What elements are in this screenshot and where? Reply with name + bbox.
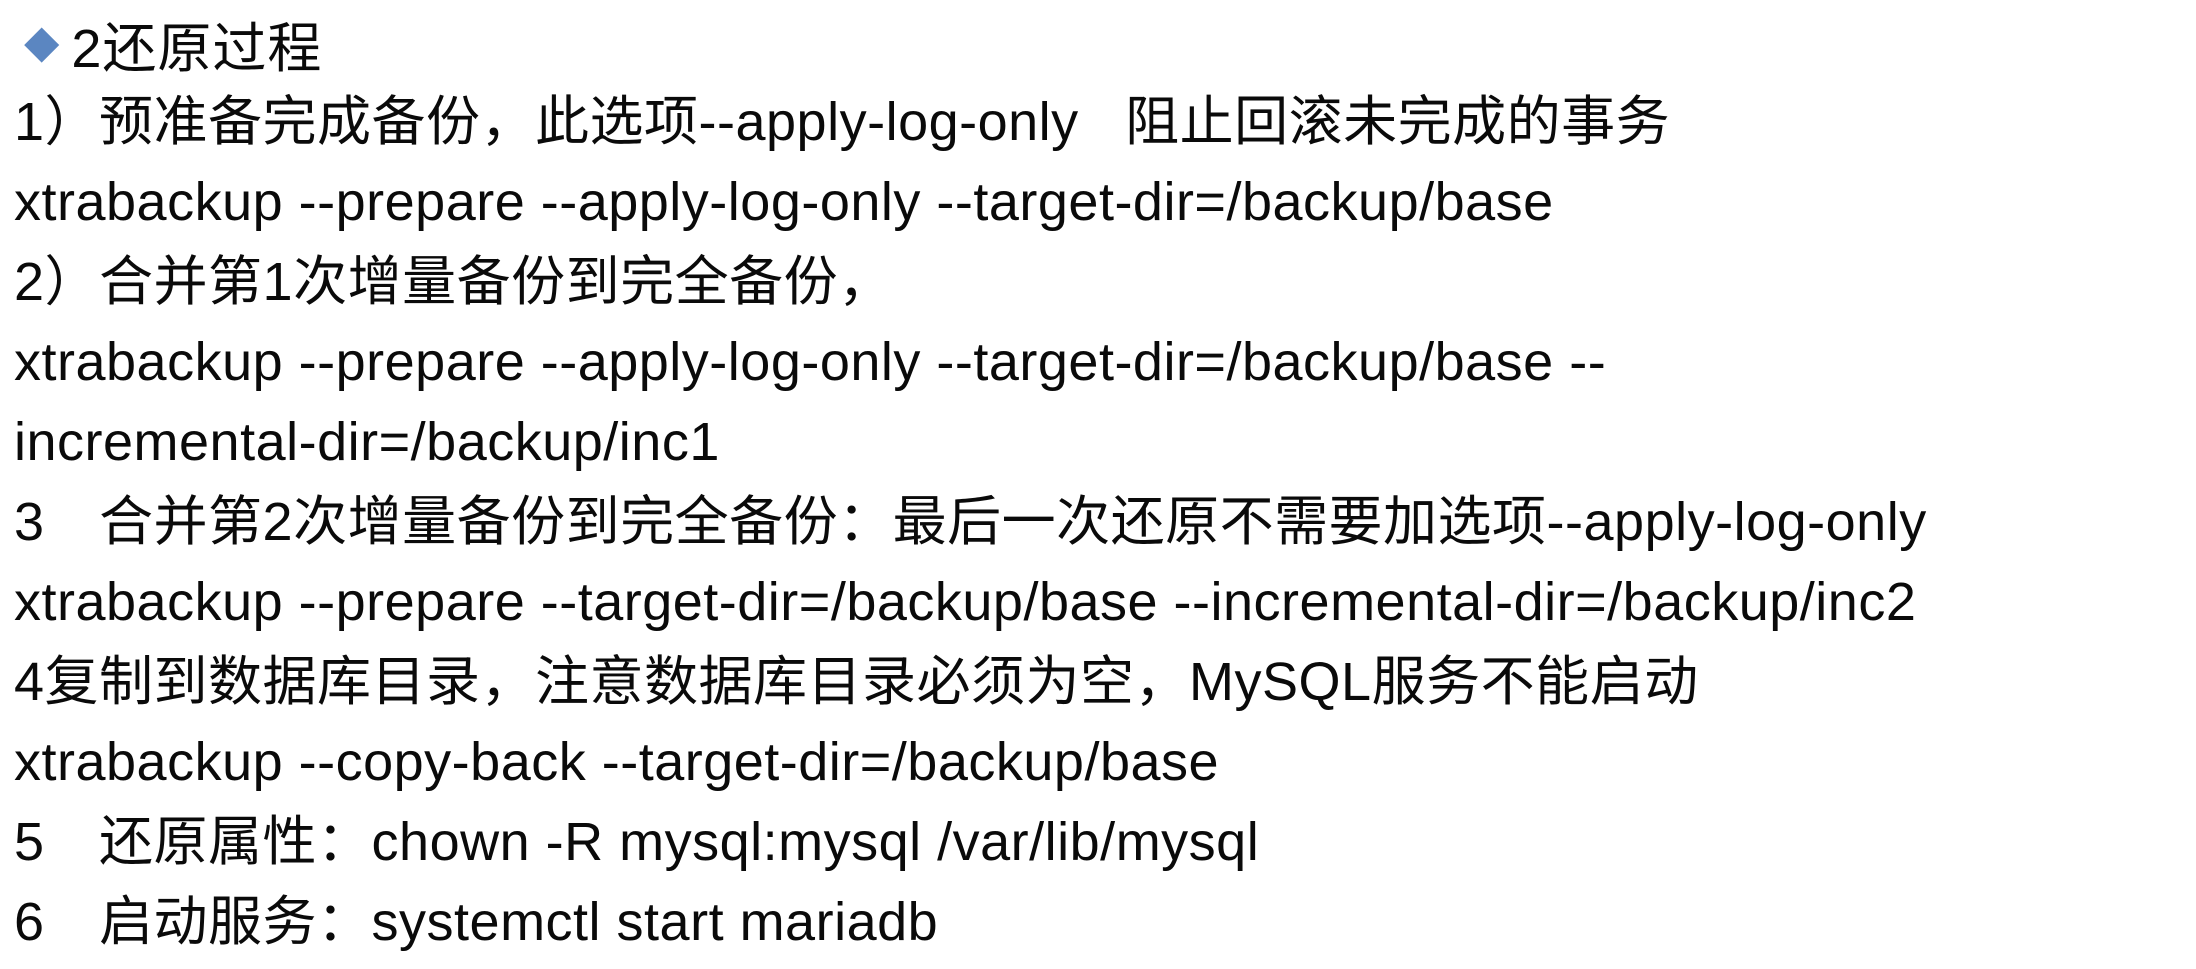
step6-start-service: 6 启动服务：systemctl start mariadb [14, 892, 939, 952]
command-copy-back: xtrabackup --copy-back --target-dir=/bac… [14, 732, 1220, 792]
step4-description: 4复制到数据库目录，注意数据库目录必须为空，MySQL服务不能启动 [14, 652, 1699, 712]
step5-restore-ownership: 5 还原属性：chown -R mysql:mysql /var/lib/mys… [14, 812, 1260, 872]
diamond-bullet-icon: ◆ [24, 15, 60, 67]
title-row: ◆ 2还原过程 [14, 4, 2180, 82]
step2-description: 2）合并第1次增量备份到完全备份， [14, 252, 893, 312]
command-merge-inc1-part2: incremental-dir=/backup/inc1 [14, 412, 720, 472]
command-merge-inc2: xtrabackup --prepare --target-dir=/backu… [14, 572, 1917, 632]
command-prepare-base: xtrabackup --prepare --apply-log-only --… [14, 172, 1554, 232]
step3-description: 3 合并第2次增量备份到完全备份：最后一次还原不需要加选项--apply-log… [14, 492, 1927, 552]
step1-description: 1）预准备完成备份，此选项--apply-log-only 阻止回滚未完成的事务 [14, 92, 1671, 152]
command-merge-inc1-part1: xtrabackup --prepare --apply-log-only --… [14, 332, 1607, 392]
slide-title: 2还原过程 [71, 18, 323, 79]
